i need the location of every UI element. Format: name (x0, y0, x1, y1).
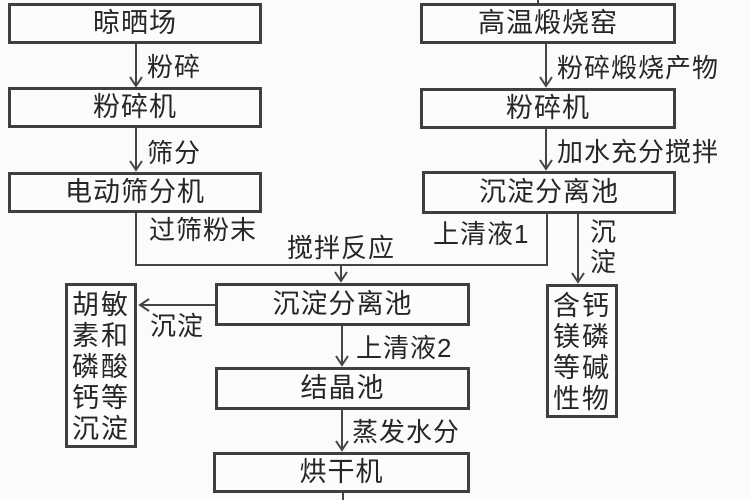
node-dryer: 烘干机 (213, 452, 470, 493)
node-sedimentation-pool-2: 沉淀分离池 (215, 283, 470, 326)
label-add-water-stir: 加水充分搅拌 (557, 137, 720, 167)
label-crush: 粉碎 (147, 52, 202, 82)
node-sedimentation-pool-1: 沉淀分离池 (422, 171, 676, 214)
edge-evaporate (335, 410, 349, 452)
label-evaporate-water: 蒸发水分 (352, 417, 461, 447)
label-sieved-powder: 过筛粉末 (149, 215, 258, 245)
edge-precipitate-left (138, 298, 215, 312)
label-supernatant-2: 上清液2 (356, 333, 453, 363)
node-high-temp-calcination-kiln: 高温煅烧窑 (420, 3, 676, 44)
label-stirring-reaction: 搅拌反应 (287, 233, 396, 263)
node-humin-calcium-phosphate-precipitate: 胡敏素和磷酸钙等沉淀 (65, 283, 137, 448)
edge-precipitate-right (571, 214, 585, 284)
node-drying-field: 晾晒场 (8, 3, 262, 44)
node-ca-mg-p-alkaline-matter: 含钙镁磷等碱性物 (546, 284, 618, 418)
label-precipitate-left: 沉淀 (150, 311, 205, 341)
edge-stirring-reaction (334, 265, 348, 283)
edge-crush (129, 44, 143, 88)
label-crushed-calcined-product: 粉碎煅烧产物 (557, 53, 720, 83)
edge-supernatant-2 (335, 326, 349, 367)
node-crusher-right: 粉碎机 (420, 88, 676, 129)
edge-crushed-calcined (539, 44, 553, 88)
edge-add-water (539, 129, 553, 171)
edge-sieve (129, 128, 143, 172)
node-crystallization-pool: 结晶池 (215, 367, 470, 410)
label-sieve: 筛分 (147, 138, 202, 168)
label-supernatant-1: 上清液1 (433, 219, 530, 249)
node-crusher-left: 粉碎机 (8, 87, 262, 128)
label-precipitate-right: 沉淀 (590, 217, 617, 277)
node-electric-sieving-machine: 电动筛分机 (8, 172, 262, 213)
